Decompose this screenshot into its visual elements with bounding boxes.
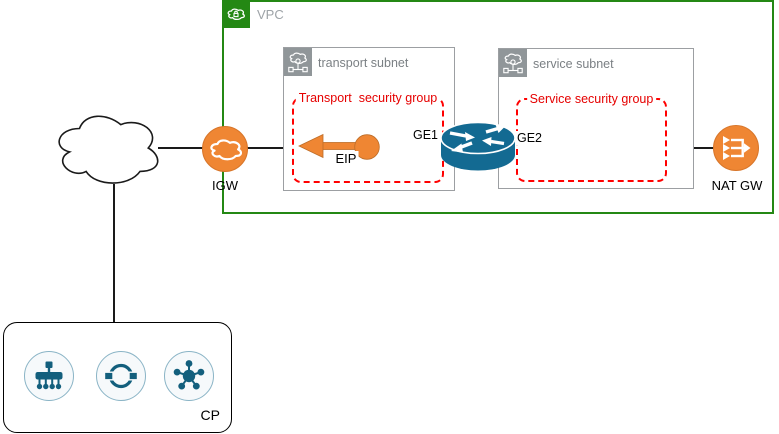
service-subnet-icon — [499, 49, 527, 77]
transport-security-group-box: Transport security group — [292, 91, 444, 183]
router-interface-ge2-label: GE2 — [516, 131, 544, 145]
transport-subnet-icon — [284, 48, 312, 76]
cp-label: CP — [200, 407, 220, 423]
eip-label: EIP — [333, 151, 359, 166]
eip-arrow-icon — [296, 130, 384, 171]
nat-gateway-icon — [713, 125, 759, 171]
transport-subnet-box: transport subnet — [283, 47, 455, 191]
router-interface-ge1-label: GE1 — [412, 128, 440, 142]
cloud-to-cp-line — [113, 184, 115, 323]
transport-subnet-label: transport subnet — [318, 56, 409, 70]
nat-gw-label: NAT GW — [711, 178, 763, 193]
service-security-group-label: Service security group — [526, 92, 657, 106]
service-subnet-label: service subnet — [533, 57, 614, 71]
cp-box: CP — [3, 322, 232, 433]
internet-cloud-icon — [52, 109, 162, 192]
vpc-icon — [222, 0, 250, 28]
igw-label: IGW — [212, 178, 238, 193]
router-icon — [428, 112, 528, 183]
vpc-container — [222, 0, 774, 214]
cp-hub-spoke-icon — [164, 351, 214, 401]
cp-switch-tree-icon — [24, 351, 74, 401]
service-subnet-box: service subnet — [498, 48, 694, 189]
vpc-label: VPC — [257, 7, 284, 22]
service-security-group-box: Service security group — [516, 92, 667, 182]
internet-gateway-icon — [202, 126, 248, 172]
transport-security-group-label: Transport security group — [295, 91, 441, 105]
cp-ring-network-icon — [96, 351, 146, 401]
